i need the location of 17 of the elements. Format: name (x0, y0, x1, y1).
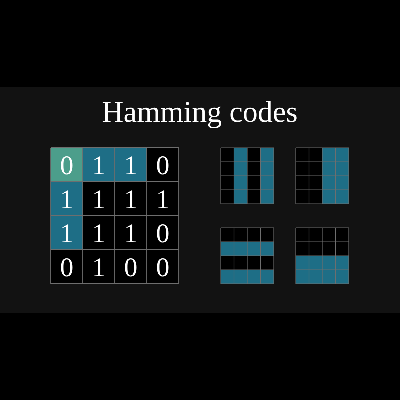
grid-cell: 0 (51, 148, 83, 182)
title: Hamming codes (102, 101, 297, 128)
grid-cell: 1 (115, 148, 147, 182)
grid-cell: 0 (147, 148, 179, 182)
grid-cell: 0 (51, 250, 83, 284)
grid-cell: 1 (115, 182, 147, 216)
grid-cell: 1 (115, 216, 147, 250)
grid-cell: 1 (51, 182, 83, 216)
grid-cell: 1 (51, 216, 83, 250)
grid-cell: 1 (83, 250, 115, 284)
grid-cell: 0 (147, 250, 179, 284)
grid-cell: 0 (147, 216, 179, 250)
grid-cell: 1 (83, 182, 115, 216)
grid-cell: 1 (147, 182, 179, 216)
grid-cell: 1 (83, 148, 115, 182)
grid-cell: 1 (83, 216, 115, 250)
grid-cell: 0 (115, 250, 147, 284)
